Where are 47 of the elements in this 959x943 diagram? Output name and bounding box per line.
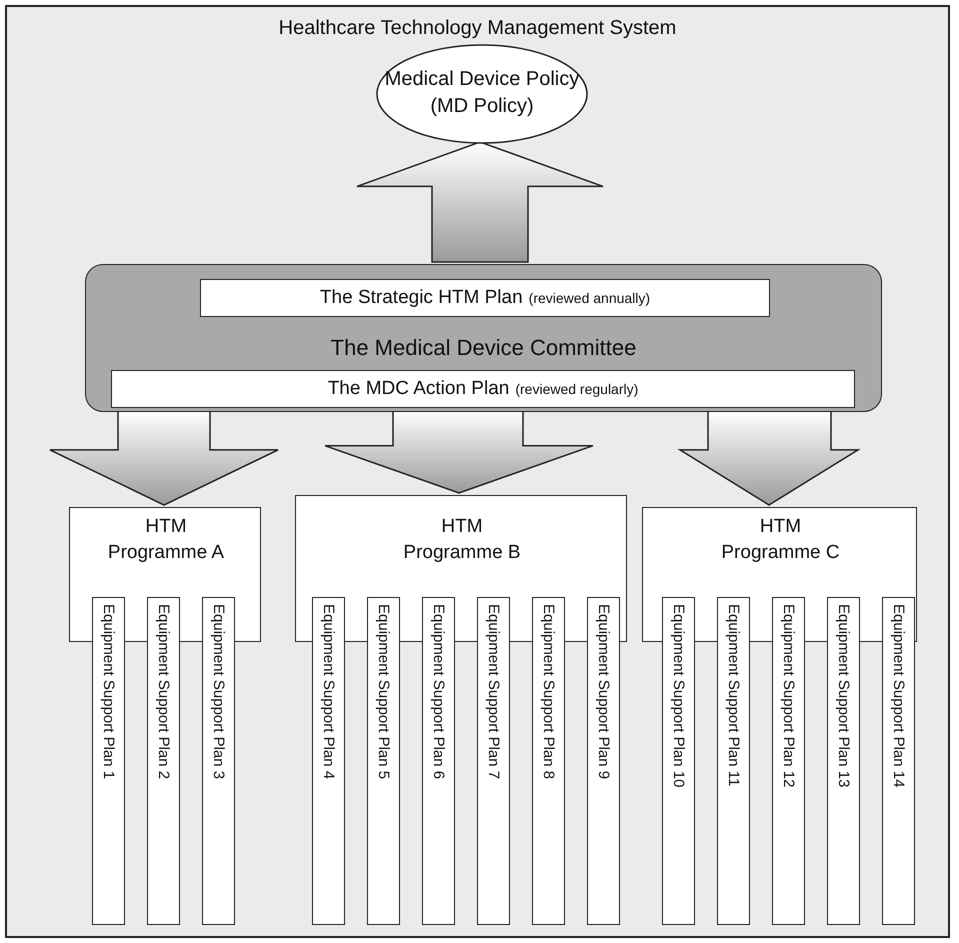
support-plan-strip bbox=[92, 597, 125, 925]
support-plan-label: Equipment Support Plan 11 bbox=[725, 604, 742, 788]
support-plan-strip bbox=[312, 597, 345, 925]
committee-panel bbox=[85, 264, 882, 412]
programme-label: HTM Programme B bbox=[402, 515, 522, 565]
support-plan-label: Equipment Support Plan 7 bbox=[485, 604, 502, 782]
support-plan-strip bbox=[422, 597, 455, 925]
support-plan-strip bbox=[882, 597, 915, 925]
block-arrow bbox=[324, 409, 594, 494]
policy-label: Medical Device Policy (MD Policy) bbox=[384, 67, 580, 119]
support-plan-label: Equipment Support Plan 4 bbox=[320, 604, 337, 782]
block-arrow bbox=[677, 409, 861, 506]
support-plan-label: Equipment Support Plan 3 bbox=[210, 604, 227, 782]
support-plan-strip bbox=[662, 597, 695, 925]
support-plan-strip bbox=[772, 597, 805, 925]
support-plan-label: Equipment Support Plan 12 bbox=[780, 604, 797, 790]
block-arrow bbox=[356, 141, 604, 263]
review-note: (reviewed annually) bbox=[528, 290, 650, 306]
support-plan-label: Equipment Support Plan 13 bbox=[835, 604, 852, 790]
support-plan-label: Equipment Support Plan 9 bbox=[595, 604, 612, 782]
support-plan-strip bbox=[532, 597, 565, 925]
plan-title: The MDC Action Plan bbox=[328, 378, 510, 400]
plan-box bbox=[111, 370, 855, 408]
committee-label: The Medical Device Committee bbox=[330, 335, 638, 361]
system-label: Healthcare Technology Management System bbox=[278, 17, 678, 40]
support-plan-strip bbox=[202, 597, 235, 925]
support-plan-label: Equipment Support Plan 8 bbox=[540, 604, 557, 782]
programme-label: HTM Programme C bbox=[720, 515, 841, 565]
support-plan-strip bbox=[717, 597, 750, 925]
programme-label: HTM Programme A bbox=[106, 515, 226, 565]
support-plan-label: Equipment Support Plan 14 bbox=[890, 604, 907, 790]
support-plan-strip bbox=[587, 597, 620, 925]
support-plan-strip bbox=[477, 597, 510, 925]
support-plan-label: Equipment Support Plan 10 bbox=[670, 604, 687, 790]
support-plan-label: Equipment Support Plan 2 bbox=[155, 604, 172, 782]
plan-title: The Strategic HTM Plan bbox=[320, 287, 523, 309]
policy-ellipse bbox=[376, 44, 588, 144]
support-plan-strip bbox=[827, 597, 860, 925]
support-plan-label: Equipment Support Plan 5 bbox=[375, 604, 392, 782]
block-arrow bbox=[49, 409, 279, 506]
support-plan-strip bbox=[147, 597, 180, 925]
review-note: (reviewed regularly) bbox=[515, 381, 638, 397]
support-plan-label: Equipment Support Plan 6 bbox=[430, 604, 447, 782]
support-plan-label: Equipment Support Plan 1 bbox=[100, 604, 117, 782]
system-frame bbox=[5, 5, 950, 938]
support-plan-strip bbox=[367, 597, 400, 925]
plan-box bbox=[200, 279, 770, 317]
